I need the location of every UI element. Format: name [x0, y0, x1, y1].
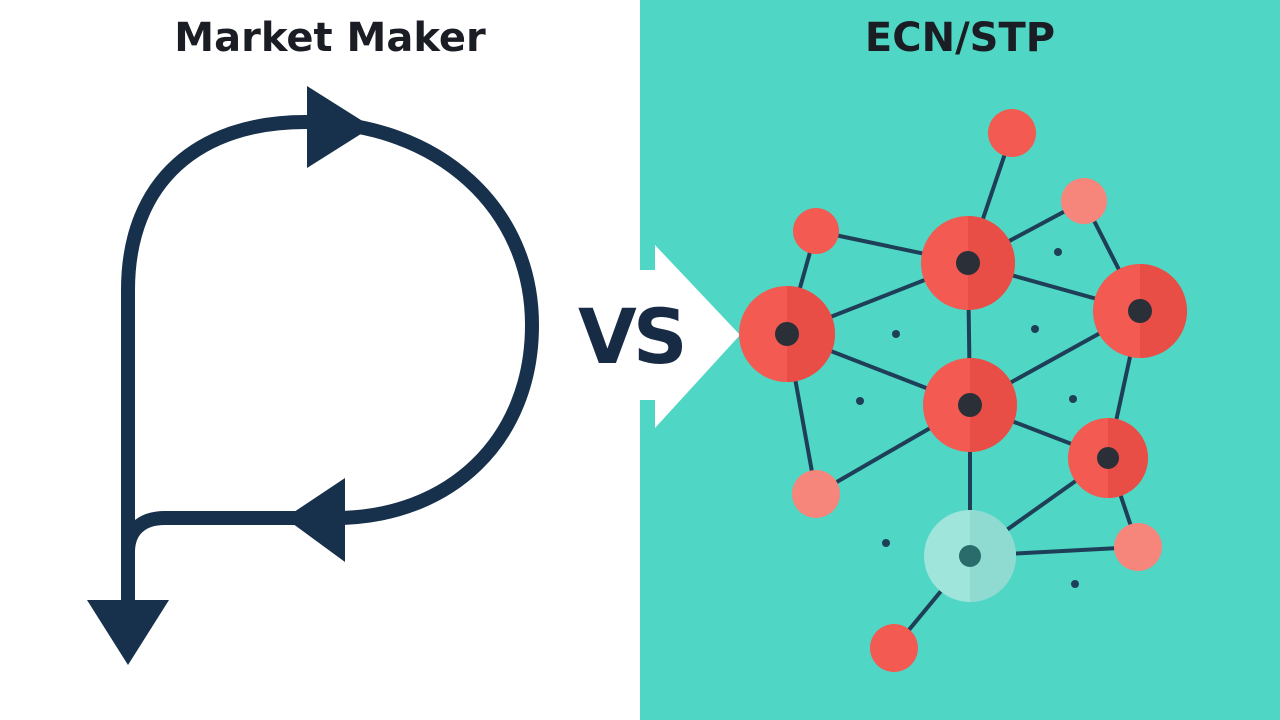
market-maker-title: Market Maker — [174, 15, 486, 61]
vs-arrow-shape — [600, 245, 740, 428]
network-node-large — [921, 216, 1015, 310]
network-node-small — [792, 109, 1162, 672]
network-node-large — [1093, 264, 1187, 358]
loop-top-arrowhead — [307, 86, 372, 168]
vs-label: VS — [578, 292, 688, 381]
network-dots — [856, 248, 1079, 588]
network-node-large — [1068, 418, 1148, 498]
ecn-stp-title: ECN/STP — [864, 15, 1056, 61]
network-node-large — [739, 286, 835, 382]
loop-down-arrowhead — [87, 600, 169, 665]
loop-bottom-arrowhead — [285, 478, 345, 562]
network-node-large — [923, 358, 1017, 452]
network-node-faded — [924, 510, 1016, 602]
